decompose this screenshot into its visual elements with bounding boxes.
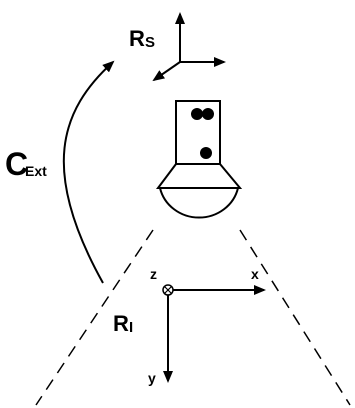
camera-dot-1 <box>191 108 203 120</box>
rs-label-sub: S <box>145 34 155 51</box>
cext-label: C Ext <box>5 146 47 182</box>
rs-label-main: R <box>129 26 145 51</box>
ri-label-sub: I <box>129 319 133 336</box>
camera-hood <box>156 163 243 189</box>
x-axis-label: x <box>251 266 259 282</box>
camera-lens <box>159 187 239 219</box>
image-frame-axes <box>162 284 266 383</box>
cext-label-main: C <box>5 146 28 182</box>
fov-right-boundary <box>239 229 351 406</box>
ri-label: R I <box>113 311 133 336</box>
camera-dot-2 <box>202 108 214 120</box>
y-axis-label: y <box>148 370 156 386</box>
camera-icon <box>156 100 243 219</box>
sensor-frame-axes <box>152 12 226 82</box>
rs-label: R S <box>129 26 155 51</box>
z-axis-label: z <box>150 266 157 282</box>
z-cross-2 <box>164 286 172 294</box>
cext-label-sub: Ext <box>25 163 47 179</box>
ri-label-main: R <box>113 311 129 336</box>
fov-left-boundary <box>35 229 154 406</box>
extrinsic-transform-arrow <box>62 60 115 284</box>
rs-diagonal-axis-arrow <box>152 61 181 82</box>
camera-dot-3 <box>200 147 212 159</box>
